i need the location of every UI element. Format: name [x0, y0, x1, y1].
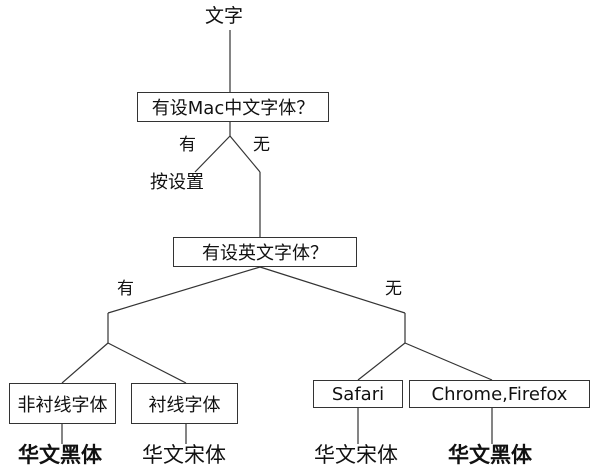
question-english-font: 有设英文字体？: [173, 237, 357, 267]
question-mac-chinese-font: 有设Mac中文字体？: [137, 92, 329, 122]
edge-right-chrome: [404, 342, 493, 381]
edge-left-serif: [107, 342, 187, 384]
edge-q1-yes: [194, 135, 231, 173]
q2-yes-label: 有: [117, 279, 134, 299]
edge-q1-no: [229, 135, 261, 173]
result-safari: 华文宋体: [314, 443, 398, 467]
q1-no-label: 无: [253, 135, 270, 155]
edge-right-safari: [357, 342, 406, 381]
leaf-serif-font: 衬线字体: [131, 383, 238, 424]
edge-left-nonserif: [61, 342, 109, 384]
result-serif: 华文宋体: [142, 443, 226, 467]
edge-q2-no: [259, 266, 406, 314]
leaf-nonserif-font: 非衬线字体: [9, 383, 116, 424]
edge-q2-yes: [107, 266, 261, 314]
leaf-chrome-firefox: Chrome,Firefox: [409, 380, 590, 408]
root-label: 文字: [205, 5, 244, 27]
result-chrome-firefox: 华文黑体: [448, 443, 532, 467]
q1-yes-result: 按设置: [150, 172, 204, 193]
result-nonserif: 华文黑体: [18, 443, 102, 467]
leaf-safari: Safari: [313, 380, 403, 408]
q1-yes-label: 有: [179, 135, 196, 155]
q2-no-label: 无: [385, 279, 402, 299]
